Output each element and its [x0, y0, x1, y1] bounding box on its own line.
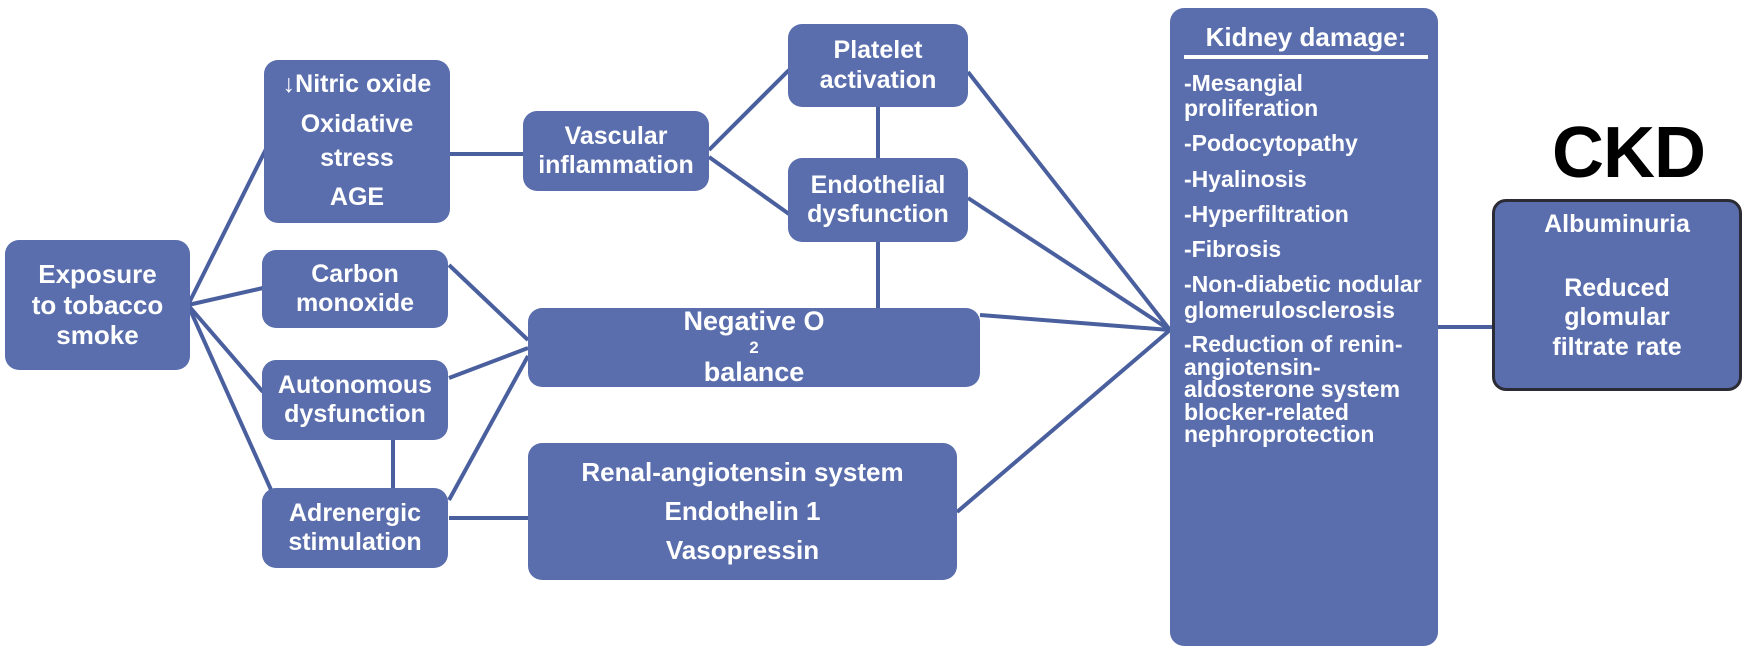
oxygen-text-after: balance: [703, 357, 805, 388]
node-line: AGE: [329, 183, 385, 212]
node-endothelial-dysfunction[interactable]: Endothelial dysfunction: [788, 158, 968, 242]
kidney-damage-heading: Kidney damage:: [1184, 22, 1428, 59]
kidney-damage-item: -Hyalinosis: [1184, 165, 1307, 192]
ckd-title: CKD: [1552, 113, 1706, 193]
node-line: Adrenergic: [289, 498, 421, 527]
node-line: dysfunction: [284, 400, 426, 428]
node-kidney-damage[interactable]: Kidney damage: -Mesangial proliferation …: [1170, 8, 1438, 646]
oxygen-text-before: Negative O: [683, 305, 825, 336]
edge-exposure-nitric: [186, 144, 270, 306]
node-line: Vascular: [564, 121, 668, 150]
node-line: Reduced: [1564, 273, 1670, 302]
node-carbon-monoxide[interactable]: Carbon monoxide: [262, 250, 448, 328]
edge-ras-kidney: [955, 328, 1172, 514]
node-line: stress: [320, 143, 394, 172]
kidney-damage-item: -Podocytopathy: [1184, 130, 1358, 157]
node-line: Endothelin 1: [664, 496, 821, 526]
node-platelet-activation[interactable]: Platelet activation: [788, 24, 968, 107]
node-line: to tobacco: [31, 289, 164, 320]
node-line: Renal-angiotensin system: [581, 457, 904, 487]
node-line: dysfunction: [807, 200, 949, 228]
kidney-damage-item: -Hyperfiltration: [1184, 200, 1349, 227]
edge-exposure-carbon: [187, 286, 264, 307]
node-exposure-to-tobacco-smoke[interactable]: Exposure to tobacco smoke: [5, 240, 190, 370]
node-ckd-outcomes[interactable]: Albuminuria Reduced glomular filtrate ra…: [1492, 199, 1742, 391]
node-autonomous-dysfunction[interactable]: Autonomous dysfunction: [262, 360, 448, 440]
node-line: smoke: [56, 320, 139, 351]
kidney-damage-item: -Mesangial proliferation: [1184, 69, 1319, 121]
node-line: filtrate rate: [1552, 332, 1682, 361]
node-adrenergic-stimulation[interactable]: Adrenergic stimulation: [262, 488, 448, 568]
node-line: Endothelial: [810, 170, 946, 199]
node-line: Autonomous: [277, 370, 433, 399]
node-line: Albuminuria: [1544, 210, 1690, 238]
node-line: activation: [819, 65, 937, 94]
edge-platelet-kidney: [966, 70, 1172, 332]
kidney-damage-item: -Non-diabetic nodular glomerulosclerosis: [1184, 271, 1422, 323]
edge-vascular-platelet: [707, 68, 791, 152]
kidney-damage-item: -Reduction of renin-angiotensin-aldoster…: [1184, 331, 1403, 448]
node-line: Vasopressin: [665, 535, 820, 565]
node-line: monoxide: [295, 289, 415, 317]
node-line-nitric-oxide: ↓Nitric oxide: [282, 70, 432, 99]
oxygen-subscript: 2: [749, 337, 759, 357]
edge-exposure-adrenergic: [186, 304, 274, 493]
edge-vascular-endothelial: [707, 155, 791, 216]
node-line: inflammation: [538, 151, 694, 179]
node-line: Platelet: [833, 36, 923, 64]
kidney-damage-item: -Fibrosis: [1184, 236, 1282, 263]
node-line: glomular: [1564, 303, 1670, 331]
node-nitric-oxide-oxidative-stress-age[interactable]: ↓Nitric oxide Oxidative stress AGE: [264, 60, 450, 223]
node-line: Carbon: [311, 259, 399, 288]
edge-autonomous-oxygen: [448, 346, 529, 380]
edge-adrenergic-oxygen: [447, 355, 530, 501]
node-line: stimulation: [288, 528, 422, 556]
node-line: Oxidative: [300, 109, 414, 138]
node-renal-angiotensin-system[interactable]: Renal-angiotensin system Endothelin 1 Va…: [528, 443, 957, 580]
edge-endothelial-kidney: [966, 196, 1172, 332]
node-vascular-inflammation[interactable]: Vascular inflammation: [523, 111, 709, 191]
edge-carbon-oxygen: [447, 263, 530, 342]
edge-oxygen-kidney: [979, 313, 1171, 332]
edge-exposure-autonomous: [186, 303, 265, 394]
node-line: Exposure: [38, 258, 157, 289]
